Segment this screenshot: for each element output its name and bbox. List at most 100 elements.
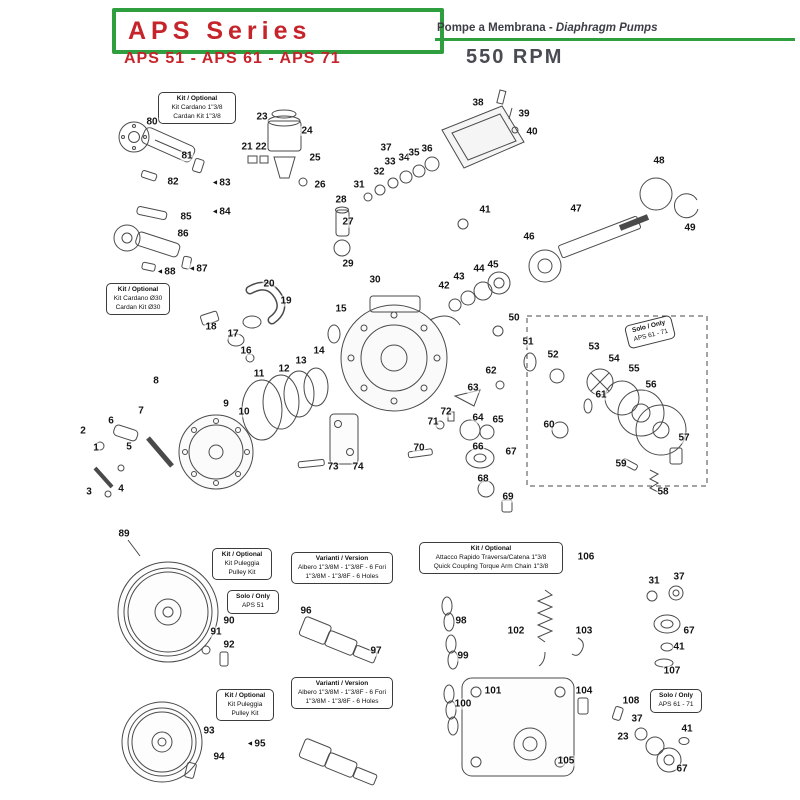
part-number-57: 57 bbox=[677, 432, 691, 444]
part-number-56: 56 bbox=[644, 379, 658, 391]
part-number-74: 74 bbox=[351, 461, 365, 473]
part-number-103: 103 bbox=[574, 625, 594, 637]
part-number-42: 42 bbox=[437, 280, 451, 292]
torque-arm-kit-drawing bbox=[441, 589, 589, 777]
part-number-90: 90 bbox=[222, 615, 236, 627]
part-number-62: 62 bbox=[484, 365, 498, 377]
part-number-58: 58 bbox=[656, 486, 670, 498]
product-type-english: Diaphragm Pumps bbox=[555, 22, 658, 34]
suction-filter-drawing bbox=[247, 109, 308, 187]
part-number-46: 46 bbox=[522, 231, 536, 243]
header-divider bbox=[435, 38, 795, 41]
part-number-4: 4 bbox=[117, 483, 125, 495]
part-number-19: 19 bbox=[279, 295, 293, 307]
part-number-17: 17 bbox=[226, 328, 240, 340]
note-quick-coupling-line-1: Kit / Optional bbox=[470, 545, 512, 552]
part-number-25: 25 bbox=[308, 152, 322, 164]
part-number-95: ◄95 bbox=[245, 738, 267, 750]
part-number-89: 89 bbox=[117, 528, 131, 540]
part-number-99: 99 bbox=[456, 650, 470, 662]
note-shaft-version-lower-line-1: Varianti / Version bbox=[315, 680, 369, 687]
pulley-large-drawing bbox=[117, 539, 229, 667]
valve-train-drawing bbox=[363, 156, 440, 202]
note-solo-aps61-71-lower-line-2: APS 61 - 71 bbox=[658, 700, 694, 708]
part-number-59: 59 bbox=[614, 458, 628, 470]
part-number-84: ◄84 bbox=[210, 206, 232, 218]
part-number-22: 22 bbox=[254, 141, 268, 153]
part-number-24: 24 bbox=[300, 125, 314, 137]
part-number-48: 48 bbox=[652, 155, 666, 167]
part-number-21: 21 bbox=[240, 141, 254, 153]
note-shaft-version-lower-line-2: Albero 1"3/8M - 1"3/8F - 6 Fori bbox=[297, 688, 387, 696]
part-number-12: 12 bbox=[277, 363, 291, 375]
part-number-97: 97 bbox=[369, 645, 383, 657]
note-pulley-kit-upper-line-2: Kit Puleggia bbox=[224, 559, 260, 567]
part-number-82: 82 bbox=[166, 176, 180, 188]
callout-arrow-icon: ◄ bbox=[211, 208, 219, 216]
note-cardan-kit-30-line-2: Kit Cardano Ø30 bbox=[113, 294, 163, 302]
mounting-bracket-drawing bbox=[297, 413, 359, 469]
part-number-92: 92 bbox=[222, 639, 236, 651]
part-number-72: 72 bbox=[439, 406, 453, 418]
seal-kit-1-drawing bbox=[646, 585, 684, 668]
callout-arrow-icon: ◄ bbox=[211, 179, 219, 187]
part-number-64: 64 bbox=[471, 412, 485, 424]
manifold-cover-drawing bbox=[441, 89, 525, 169]
part-number-29: 29 bbox=[341, 258, 355, 270]
models-subtitle: APS 51 - APS 61 - APS 71 bbox=[124, 50, 341, 67]
part-number-27: 27 bbox=[341, 216, 355, 228]
part-number-67: 67 bbox=[675, 763, 689, 775]
part-number-107: 107 bbox=[662, 665, 682, 677]
part-number-38: 38 bbox=[471, 97, 485, 109]
part-number-66: 66 bbox=[471, 441, 485, 453]
part-number-102: 102 bbox=[506, 625, 526, 637]
part-number-5: 5 bbox=[125, 441, 133, 453]
note-solo-aps51-line-1: Solo / Only bbox=[236, 593, 270, 600]
note-shaft-version-upper-line-3: 1"3/8M - 1"3/8F - 6 Holes bbox=[305, 572, 379, 580]
part-number-88: ◄88 bbox=[155, 266, 177, 278]
part-number-80: 80 bbox=[145, 116, 159, 128]
note-cardan-kit-138-line-1: Kit / Optional bbox=[176, 95, 218, 102]
pulley-small-drawing bbox=[121, 701, 203, 783]
rpm-label: 550 RPM bbox=[466, 46, 564, 68]
part-number-7: 7 bbox=[137, 405, 145, 417]
pump-body-drawing bbox=[340, 295, 461, 412]
cardan-kit-2-drawing bbox=[113, 206, 192, 272]
part-number-83: ◄83 bbox=[210, 177, 232, 189]
part-number-70: 70 bbox=[412, 442, 426, 454]
part-number-96: 96 bbox=[299, 605, 313, 617]
callout-arrow-icon: ◄ bbox=[188, 265, 196, 273]
part-number-28: 28 bbox=[334, 194, 348, 206]
part-number-104: 104 bbox=[574, 685, 594, 697]
note-solo-aps61-71-lower-line-1: Solo / Only bbox=[659, 692, 693, 699]
part-number-30: 30 bbox=[368, 274, 382, 286]
seal-kit-2-drawing bbox=[612, 706, 690, 773]
right-cover-stack-drawing bbox=[492, 315, 708, 493]
series-title-box: APS Series bbox=[112, 8, 444, 54]
note-pulley-kit-lower-line-2: Kit Puleggia bbox=[227, 700, 263, 708]
part-number-86: 86 bbox=[176, 228, 190, 240]
note-pulley-kit-lower-line-3: Pulley Kit bbox=[231, 709, 259, 717]
part-number-93: 93 bbox=[202, 725, 216, 737]
part-number-8: 8 bbox=[152, 375, 160, 387]
note-quick-coupling-line-2: Attacco Rapido Traversa/Catena 1"3/8 bbox=[435, 553, 547, 561]
part-number-15: 15 bbox=[334, 303, 348, 315]
note-quick-coupling-line-3: Quick Coupling Torque Arm Chain 1"3/8 bbox=[433, 562, 549, 570]
part-number-33: 33 bbox=[383, 156, 397, 168]
part-number-101: 101 bbox=[483, 685, 503, 697]
part-number-20: 20 bbox=[262, 278, 276, 290]
part-number-81: 81 bbox=[180, 150, 194, 162]
note-pulley-kit-upper-line-3: Pulley Kit bbox=[228, 568, 256, 576]
note-cardan-kit-138-line-2: Kit Cardano 1"3/8 bbox=[171, 103, 223, 111]
part-number-16: 16 bbox=[239, 345, 253, 357]
part-number-31: 31 bbox=[352, 179, 366, 191]
front-cover-drawing bbox=[178, 414, 254, 490]
part-number-9: 9 bbox=[222, 398, 230, 410]
part-number-43: 43 bbox=[452, 271, 466, 283]
part-number-36: 36 bbox=[420, 143, 434, 155]
